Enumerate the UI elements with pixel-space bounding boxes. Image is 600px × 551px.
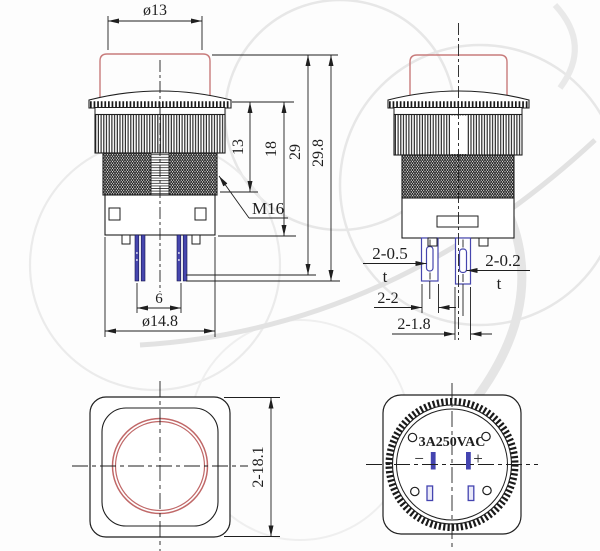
view-side-right	[387, 23, 530, 340]
polarity-minus: −	[414, 449, 424, 468]
thread-spec-label: M16	[252, 199, 284, 218]
callout-thread-spec: M16	[218, 175, 288, 219]
dim-29-label: 29	[287, 144, 304, 160]
dim-slot-a: 2-2	[374, 290, 456, 310]
button-cap-outline	[99, 53, 211, 103]
rivet-hole	[482, 485, 492, 496]
dim-29-8-label: 29.8	[310, 139, 327, 167]
dim-29-8: 29.8	[186, 55, 340, 282]
threaded-section	[401, 154, 515, 199]
terminal-slot	[466, 452, 471, 470]
slot-a-label: 2-2	[377, 290, 398, 307]
terminal-slot-lower	[467, 485, 475, 502]
body-slot	[436, 215, 479, 228]
mounting-hook	[121, 234, 131, 245]
dim-body-diameter-label: ø14.8	[142, 313, 178, 330]
terminal-a-sub-label: t	[383, 267, 388, 286]
rivet-hole	[409, 486, 420, 497]
dim-13: 13	[220, 101, 294, 193]
dim-18-label: 18	[263, 141, 280, 157]
dim-18: 18	[218, 102, 296, 237]
dimensions-view-right: 2-0.5 t 2-0.2 t 2-2 2-1.8	[363, 244, 530, 340]
dim-pin-gap-label: 6	[155, 291, 163, 307]
mounting-hook	[191, 234, 201, 245]
mounting-hook	[427, 237, 438, 247]
terminal-slot	[430, 452, 436, 470]
terminal-b-sub-label: t	[497, 274, 502, 293]
callout-terminal-a: 2-0.5 t	[363, 244, 427, 286]
dim-cap-diameter: ø13	[107, 2, 203, 50]
body-notch	[194, 207, 207, 221]
view-front: 2-18.1	[72, 381, 280, 551]
bezel-size-label: 2-18.1	[250, 446, 267, 487]
rivet-hole	[481, 431, 491, 442]
terminal-b-label: 2-0.2	[485, 251, 520, 270]
callout-terminal-b: 2-0.2 t	[466, 251, 530, 293]
dim-body-diameter: ø14.8	[104, 237, 216, 337]
rivet-hole	[407, 432, 418, 443]
dim-slot-b: 2-1.8	[392, 316, 492, 337]
pin-edge-lines	[429, 239, 464, 316]
slot-b-label: 2-1.8	[397, 316, 430, 333]
terminal-slot-lower	[426, 485, 434, 502]
terminal-pins	[134, 234, 188, 282]
mounting-hook	[478, 237, 489, 247]
view-rear: 3A250VAC − +	[366, 383, 538, 549]
view-side-left	[88, 53, 232, 292]
dim-29: 29	[186, 54, 338, 276]
collar-band	[393, 107, 523, 115]
polarity-plus: +	[473, 449, 483, 468]
dim-bezel-size: 2-18.1	[224, 397, 280, 537]
dimensions-view-left: ø13 6 ø14.8 13 18 29	[104, 2, 340, 337]
dim-cap-diameter-label: ø13	[143, 2, 167, 19]
terminal-a-label: 2-0.5	[372, 244, 407, 263]
body-notch	[108, 207, 121, 221]
dim-pin-gap: 6	[136, 283, 182, 313]
dim-13-label: 13	[230, 139, 247, 155]
